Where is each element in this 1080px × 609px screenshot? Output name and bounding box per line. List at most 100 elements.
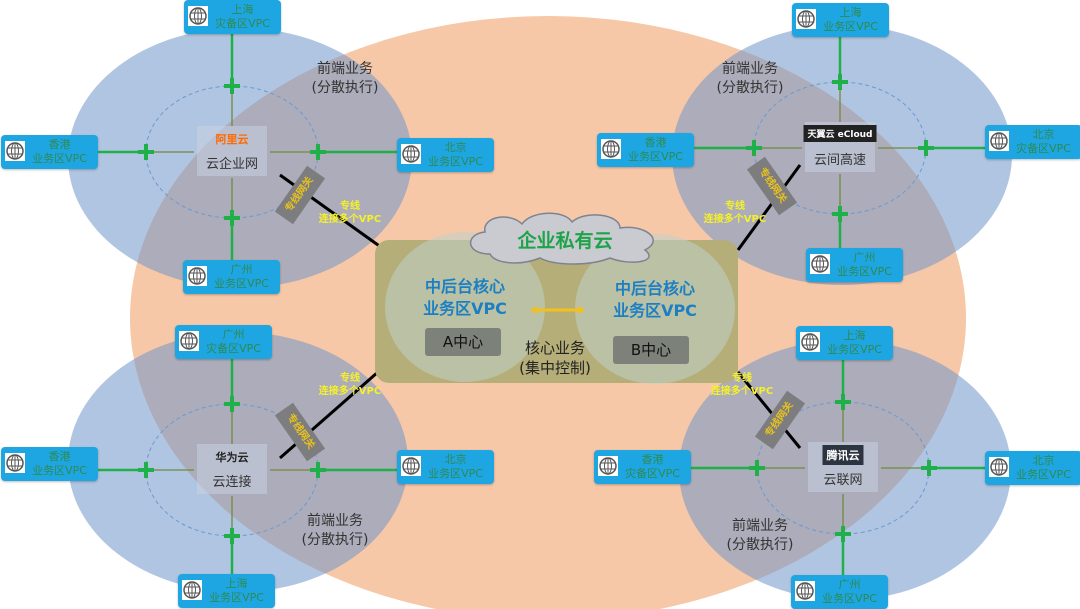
- plus-marker-icon: [224, 78, 240, 94]
- vpc-zone: 业务区VPC: [823, 20, 878, 33]
- vpc-zone: 业务区VPC: [428, 155, 483, 168]
- vpc-zone: 灾备区VPC: [206, 342, 261, 355]
- frontend-label: 前端业务 (分散执行): [705, 517, 815, 555]
- vpc-box[interactable]: 北京 灾备区VPC: [985, 125, 1080, 159]
- vpc-zone: 业务区VPC: [827, 343, 882, 356]
- vpc-zone: 业务区VPC: [428, 467, 483, 480]
- vpc-city: 北京: [1032, 454, 1055, 467]
- center-a-badge: A中心: [425, 328, 501, 356]
- plus-marker-icon: [835, 394, 851, 410]
- globe-icon: [989, 131, 1009, 151]
- center-a-line2: 业务区VPC: [423, 299, 507, 318]
- vpc-box[interactable]: 上海 业务区VPC: [178, 574, 275, 608]
- cloud-network-hub[interactable]: 腾讯云 云联网: [808, 442, 878, 492]
- hub-service-name: 云企业网: [205, 157, 258, 172]
- link-line2: 连接多个VPC: [703, 214, 767, 225]
- plus-marker-icon: [921, 460, 937, 476]
- link-line1: 专线: [340, 373, 360, 384]
- vpc-box[interactable]: 上海 灾备区VPC: [184, 0, 281, 34]
- cloud-network-hub[interactable]: 阿里云 云企业网: [197, 126, 267, 176]
- vpc-box[interactable]: 北京 业务区VPC: [397, 450, 494, 484]
- dedicated-line-label: 专线 连接多个VPC: [690, 200, 780, 226]
- frontend-label-line2: (分散执行): [726, 537, 794, 553]
- vpc-city: 上海: [843, 329, 866, 342]
- vpc-zone: 业务区VPC: [822, 592, 877, 605]
- center-a-line1: 中后台核心: [424, 277, 505, 296]
- vpc-city: 上海: [231, 3, 254, 16]
- plus-marker-icon: [310, 462, 326, 478]
- vpc-zone: 业务区VPC: [209, 591, 264, 604]
- vpc-box[interactable]: 广州 业务区VPC: [791, 575, 888, 609]
- vpc-zone: 灾备区VPC: [1016, 142, 1071, 155]
- plus-marker-icon: [224, 210, 240, 226]
- vpc-city: 广州: [230, 263, 253, 276]
- vpc-box[interactable]: 广州 业务区VPC: [806, 248, 903, 282]
- vpc-zone: 业务区VPC: [837, 265, 892, 278]
- globe-icon: [188, 6, 208, 26]
- provider-logo: 天翼云 eCloud: [803, 125, 877, 142]
- private-cloud-core: 中后台核心 业务区VPC A中心 中后台核心 业务区VPC B中心 核心业务 (…: [375, 232, 738, 384]
- hub-service-name: 云联网: [823, 473, 863, 488]
- plus-marker-icon: [749, 460, 765, 476]
- frontend-label-line1: 前端业务: [307, 513, 363, 529]
- globe-icon: [182, 580, 202, 600]
- globe-icon: [598, 456, 618, 476]
- globe-icon: [179, 331, 199, 351]
- vpc-city: 香港: [641, 453, 664, 466]
- vpc-city: 广州: [222, 328, 245, 341]
- frontend-label-line1: 前端业务: [317, 61, 373, 77]
- dedicated-line: [736, 164, 802, 251]
- sync-arrow-icon: [530, 306, 585, 314]
- globe-icon: [795, 581, 815, 601]
- frontend-label: 前端业务 (分散执行): [280, 512, 390, 550]
- vpc-zone: 灾备区VPC: [625, 467, 680, 480]
- frontend-label-line1: 前端业务: [732, 518, 788, 534]
- globe-icon: [5, 453, 25, 473]
- plus-marker-icon: [224, 528, 240, 544]
- vpc-box[interactable]: 香港 业务区VPC: [1, 135, 98, 169]
- frontend-label-line2: (分散执行): [716, 80, 784, 96]
- link-line2: 连接多个VPC: [318, 214, 382, 225]
- center-b-line2: 业务区VPC: [613, 301, 697, 320]
- vpc-box[interactable]: 广州 业务区VPC: [183, 260, 280, 294]
- globe-icon: [989, 457, 1009, 477]
- cloud-network-hub[interactable]: 天翼云 eCloud 云间高速: [803, 122, 877, 172]
- link-line1: 专线: [340, 201, 360, 212]
- cloud-network-hub[interactable]: 华为云 云连接: [197, 444, 267, 494]
- vpc-city: 上海: [225, 577, 248, 590]
- plus-marker-icon: [310, 144, 326, 160]
- plus-marker-icon: [138, 462, 154, 478]
- vpc-box[interactable]: 广州 灾备区VPC: [175, 325, 272, 359]
- vpc-city: 香港: [48, 138, 71, 151]
- center-b-badge: B中心: [613, 336, 689, 364]
- vpc-zone: 业务区VPC: [32, 464, 87, 477]
- plus-marker-icon: [835, 526, 851, 542]
- vpc-zone: 业务区VPC: [628, 150, 683, 163]
- vpc-city: 上海: [839, 6, 862, 19]
- globe-icon: [810, 254, 830, 274]
- globe-icon: [5, 141, 25, 161]
- vpc-box[interactable]: 北京 业务区VPC: [397, 138, 494, 172]
- vpc-box[interactable]: 香港 业务区VPC: [597, 133, 694, 167]
- dedicated-line-label: 专线 连接多个VPC: [305, 200, 395, 226]
- globe-icon: [796, 9, 816, 29]
- core-label-line1: 核心业务: [524, 339, 585, 357]
- cloud-icon: [469, 212, 654, 265]
- vpc-box[interactable]: 北京 业务区VPC: [985, 451, 1080, 485]
- vpc-box[interactable]: 香港 业务区VPC: [1, 447, 98, 481]
- vpc-city: 北京: [444, 453, 467, 466]
- link-line1: 专线: [732, 373, 752, 384]
- vpc-zone: 业务区VPC: [1016, 468, 1071, 481]
- vpc-city: 香港: [48, 450, 71, 463]
- plus-marker-icon: [224, 396, 240, 412]
- vpc-box[interactable]: 上海 业务区VPC: [796, 326, 893, 360]
- plus-marker-icon: [918, 140, 934, 156]
- globe-icon: [401, 144, 421, 164]
- vpc-box[interactable]: 上海 业务区VPC: [792, 3, 889, 37]
- vpc-box[interactable]: 香港 灾备区VPC: [594, 450, 691, 484]
- globe-icon: [601, 139, 621, 159]
- vpc-city: 广州: [838, 578, 861, 591]
- frontend-label: 前端业务 (分散执行): [290, 60, 400, 98]
- provider-logo: 腾讯云: [822, 445, 864, 465]
- frontend-label: 前端业务 (分散执行): [695, 60, 805, 98]
